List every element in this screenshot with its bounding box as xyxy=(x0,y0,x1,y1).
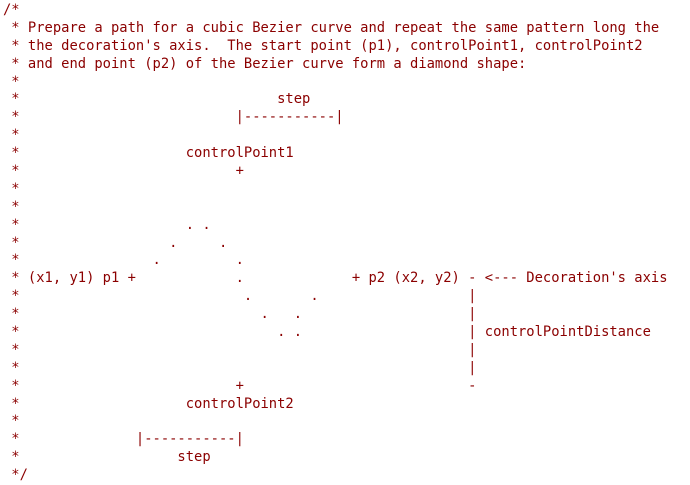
code-line: * |-----------| xyxy=(3,109,344,126)
code-line: * controlPoint2 xyxy=(3,395,294,412)
code-line: * + xyxy=(3,163,244,180)
code-line: * |-----------| xyxy=(3,431,244,448)
code-line: * . . xyxy=(3,216,211,233)
code-line: * . . | xyxy=(3,288,477,305)
code-line: * step xyxy=(3,91,311,108)
code-line: * controlPoint1 xyxy=(3,145,294,162)
code-line: * xyxy=(3,127,20,144)
code-line: * and end point (p2) of the Bezier curve… xyxy=(3,55,527,72)
code-line: * xyxy=(3,198,20,215)
code-line: * xyxy=(3,73,20,90)
code-line: * . . xyxy=(3,252,244,269)
code-line: * step xyxy=(3,449,211,466)
code-comment-block: /* * Prepare a path for a cubic Bezier c… xyxy=(3,2,687,482)
code-line: /* xyxy=(3,2,20,18)
code-line: * the decoration's axis. The start point… xyxy=(3,37,643,54)
code-line: * . . | controlPointDistance xyxy=(3,324,651,341)
code-line: * xyxy=(3,180,20,197)
code-line: * xyxy=(3,413,20,430)
code-line: * | xyxy=(3,359,477,376)
code-line: * Prepare a path for a cubic Bezier curv… xyxy=(3,19,660,36)
code-line: * | xyxy=(3,341,477,358)
code-line: */ xyxy=(3,467,28,482)
code-line: * . . | xyxy=(3,306,477,323)
code-line: * . . xyxy=(3,234,228,251)
code-line: * (x1, y1) p1 + . + p2 (x2, y2) - <--- D… xyxy=(3,270,668,287)
code-line: * + - xyxy=(3,377,477,394)
